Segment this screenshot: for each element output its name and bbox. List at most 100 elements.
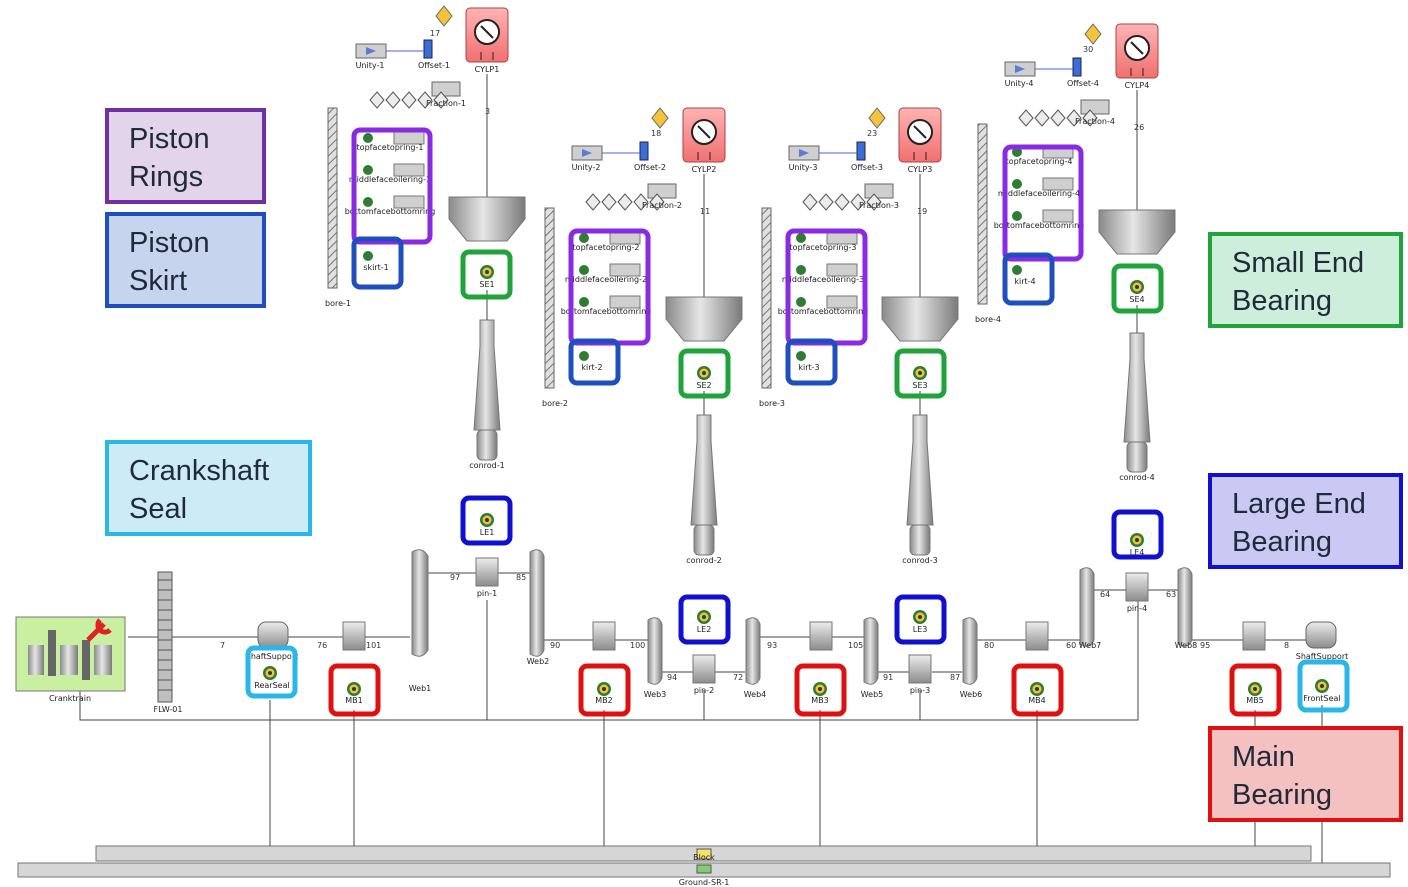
se-bearing-icon-2[interactable]: [697, 366, 711, 380]
le-bearing-icon-1[interactable]: [480, 513, 494, 527]
mb1-label: MB1: [345, 696, 362, 705]
bore-wall-3[interactable]: [762, 208, 771, 388]
sensor-icon[interactable]: [386, 92, 400, 108]
pin-label-4: pin-4: [1127, 604, 1147, 613]
pin-label-1: pin-1: [477, 589, 497, 598]
web6-label: Web6: [960, 690, 983, 699]
shaft-support-left[interactable]: [258, 622, 288, 648]
bore-label-2: bore-2: [542, 399, 568, 408]
rear-seal-icon[interactable]: [263, 666, 277, 680]
cylinder-pressure-1[interactable]: [466, 8, 508, 62]
cylinder-pressure-2[interactable]: [683, 108, 725, 162]
port-76: 76: [317, 641, 327, 650]
web3-label: Web3: [644, 690, 667, 699]
signal-blocks-1[interactable]: [356, 6, 460, 108]
piston-2[interactable]: [666, 297, 742, 341]
port-80: 80: [984, 641, 994, 650]
flywheel[interactable]: [158, 572, 172, 702]
skirt-icon-2[interactable]: [579, 351, 589, 361]
cylinder-pressure-3[interactable]: [899, 108, 941, 162]
sensor-icon[interactable]: [803, 194, 817, 210]
shaft-support-right[interactable]: [1306, 622, 1336, 648]
le-bearing-icon-4[interactable]: [1130, 533, 1144, 547]
port-105: 105: [848, 641, 863, 650]
unity-label-1: Unity-1: [356, 61, 385, 70]
port-7: 7: [220, 641, 225, 650]
mb1-bearing-icon[interactable]: [347, 682, 361, 696]
piston-1[interactable]: [449, 197, 525, 241]
conrod-label-3: conrod-3: [902, 556, 937, 565]
bore-wall-1[interactable]: [328, 108, 337, 288]
fraction-label-3: Fraction-3: [859, 201, 899, 210]
cranktrain-label: Cranktrain: [49, 694, 91, 703]
legend-main-bearing: Main Bearing: [1208, 726, 1403, 822]
le-label-1: LE1: [480, 528, 495, 537]
bore-wall-4[interactable]: [978, 124, 987, 304]
port-101: 101: [366, 641, 381, 650]
mb4-label: MB4: [1028, 696, 1045, 705]
skirt-label-1: skirt-1: [363, 263, 388, 272]
pin-1[interactable]: [476, 558, 498, 586]
bore-label-4: bore-4: [975, 315, 1001, 324]
pin-2[interactable]: [693, 655, 715, 683]
sensor-icon[interactable]: [819, 194, 833, 210]
cylinder-2: CYLP2Unity-2Offset-2Fraction-2bore-2topf…: [542, 108, 742, 695]
piston-4[interactable]: [1099, 210, 1175, 254]
legend-large-end-bearing: Large End Bearing: [1208, 473, 1403, 569]
cylinder-1: CYLP1Unity-1Offset-1Fraction-1bore-1topf…: [325, 6, 525, 598]
cranktrain-block[interactable]: [16, 617, 125, 691]
sensor-icon[interactable]: [402, 92, 416, 108]
conrod-3[interactable]: [907, 415, 933, 525]
sensor-icon[interactable]: [835, 194, 849, 210]
sensor-icon[interactable]: [1019, 110, 1033, 126]
port-95: 95: [1200, 641, 1210, 650]
se-bearing-icon-4[interactable]: [1130, 280, 1144, 294]
se-bearing-icon-1[interactable]: [480, 265, 494, 279]
pin-4[interactable]: [1126, 573, 1148, 601]
skirt-icon-4[interactable]: [1012, 265, 1022, 275]
pin-3[interactable]: [909, 655, 931, 683]
skirt-icon-3[interactable]: [796, 351, 806, 361]
cylp-label-3: CYLP3: [908, 165, 933, 174]
signal-blocks-3[interactable]: [789, 108, 893, 210]
web1-label: Web1: [409, 684, 432, 693]
le-label-3: LE3: [913, 625, 928, 634]
se-bearing-icon-3[interactable]: [913, 366, 927, 380]
signal-blocks-2[interactable]: [572, 108, 676, 210]
front-seal-icon[interactable]: [1315, 679, 1329, 693]
conrod-1[interactable]: [474, 320, 500, 430]
port-60: 60: [1066, 641, 1076, 650]
legend-crankshaft-seal: Crankshaft Seal: [105, 440, 312, 536]
sensor-icon[interactable]: [618, 194, 632, 210]
signal-blocks-4[interactable]: [1005, 24, 1109, 126]
cylinder-pressure-4[interactable]: [1116, 24, 1158, 78]
mb2-bearing-icon[interactable]: [597, 682, 611, 696]
sensor-icon[interactable]: [602, 194, 616, 210]
skirt-icon-1[interactable]: [363, 251, 373, 261]
offset-label-1: Offset-1: [418, 61, 450, 70]
mb5-bearing-icon[interactable]: [1248, 682, 1262, 696]
sensor-icon[interactable]: [1051, 110, 1065, 126]
conrod-label-1: conrod-1: [469, 461, 504, 470]
fraction-label-4: Fraction-4: [1075, 117, 1115, 126]
mb3-bearing-icon[interactable]: [813, 682, 827, 696]
mb3-label: MB3: [811, 696, 828, 705]
ring-label-1-3: bottomfacebottomring: [345, 207, 436, 216]
sensor-icon[interactable]: [370, 92, 384, 108]
piston-3[interactable]: [882, 297, 958, 341]
mb4-bearing-icon[interactable]: [1030, 682, 1044, 696]
le-bearing-icon-2[interactable]: [697, 610, 711, 624]
skirt-label-3: kirt-3: [798, 363, 819, 372]
ring-label-3-3: bottomfacebottomring: [778, 307, 869, 316]
conrod-2[interactable]: [691, 415, 717, 525]
le-bearing-icon-3[interactable]: [913, 610, 927, 624]
cylp-label-2: CYLP2: [692, 165, 717, 174]
sensor-icon[interactable]: [1035, 110, 1049, 126]
bore-wall-2[interactable]: [545, 208, 554, 388]
web8-label: Web8: [1175, 641, 1198, 650]
piston-skirt-highlight-3: [788, 341, 835, 383]
web5-label: Web5: [861, 690, 884, 699]
port-64: 64: [1100, 590, 1110, 599]
sensor-icon[interactable]: [586, 194, 600, 210]
conrod-4[interactable]: [1124, 333, 1150, 442]
